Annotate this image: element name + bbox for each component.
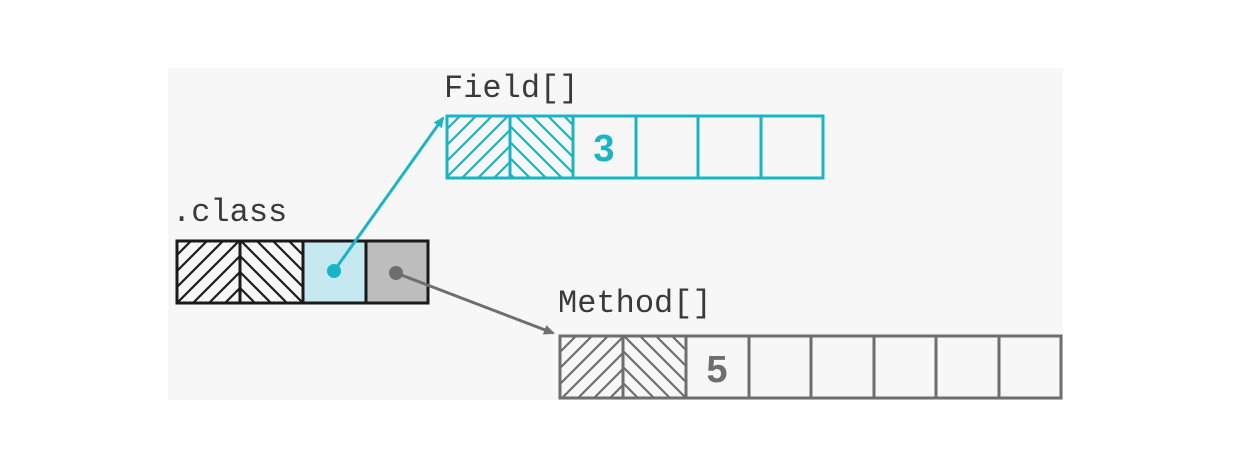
method-pointer-dot — [389, 266, 403, 280]
method-count: 5 — [706, 349, 727, 391]
field-pointer-dot — [327, 264, 341, 278]
class-label: .class — [172, 194, 287, 231]
method-header-cell-1 — [560, 336, 623, 398]
field-array-label: Field[] — [444, 70, 578, 107]
method-header-cell-2 — [623, 336, 686, 398]
field-header-cell-1 — [447, 116, 510, 178]
method-array: 5 — [558, 334, 1063, 400]
field-count: 3 — [593, 128, 614, 170]
field-pointer-arrow — [332, 116, 445, 272]
class-header-cell-2 — [240, 241, 303, 303]
method-array-label: Method[] — [558, 285, 712, 322]
class-header-cell-1 — [177, 241, 240, 303]
field-array: 3 — [445, 114, 825, 180]
field-header-cell-2 — [510, 116, 573, 178]
method-pointer-arrow — [395, 271, 555, 335]
